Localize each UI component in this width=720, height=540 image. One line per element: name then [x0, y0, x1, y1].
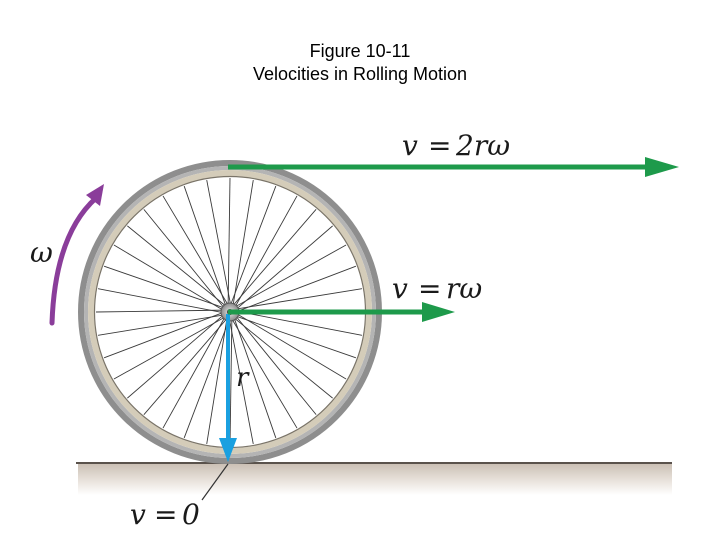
spoke	[103, 311, 225, 359]
spoke	[235, 312, 347, 380]
wheel	[78, 160, 382, 464]
spoke	[97, 314, 225, 336]
spoke	[162, 315, 226, 429]
spoke	[95, 309, 225, 313]
center-velocity-label: v = rω	[392, 272, 482, 305]
spoke	[229, 317, 233, 447]
spoke	[143, 317, 229, 415]
spoke	[234, 195, 298, 309]
spoke	[235, 288, 363, 310]
spoke	[206, 179, 232, 307]
spoke	[231, 209, 317, 307]
radius-label: r	[236, 363, 250, 393]
spoke	[230, 317, 298, 429]
spoke	[233, 316, 277, 439]
center-velocity-rhs: rω	[446, 272, 482, 305]
spoke	[228, 317, 254, 445]
spoke	[234, 314, 317, 415]
spoke	[97, 288, 225, 314]
spoke	[183, 317, 231, 439]
top-velocity-arrow	[228, 157, 679, 177]
spoke	[232, 179, 254, 307]
spoke	[127, 225, 228, 308]
spoke	[103, 265, 226, 309]
top-velocity-lhs: v	[402, 129, 418, 162]
spoke	[206, 317, 228, 445]
spoke	[113, 244, 225, 312]
center-velocity-lhs: v	[392, 272, 408, 305]
center-velocity-arrow	[228, 302, 455, 322]
spoke	[162, 195, 230, 307]
spoke	[127, 313, 225, 399]
spoke	[229, 185, 277, 307]
spoke	[235, 265, 357, 313]
spoke	[235, 225, 333, 311]
spoke	[232, 316, 333, 399]
radius-arrow	[219, 314, 237, 462]
ground-shadow	[78, 463, 672, 495]
spoke	[143, 209, 226, 310]
contact-point-leader	[201, 463, 229, 501]
figure-subtitle: Velocities in Rolling Motion	[252, 64, 468, 84]
omega-label: ω	[30, 236, 53, 269]
bottom-velocity-label: v = 0	[130, 498, 200, 531]
spoke	[234, 315, 357, 359]
top-velocity-rhs: 2rω	[455, 129, 510, 162]
bottom-velocity-lhs: v	[130, 498, 146, 531]
bottom-velocity-rhs: 0	[182, 498, 200, 531]
spoke	[227, 177, 231, 307]
spoke	[113, 316, 227, 380]
center-velocity-equals: =	[418, 272, 441, 305]
bottom-velocity-equals: =	[154, 498, 177, 531]
spokes	[95, 177, 365, 447]
top-velocity-equals: =	[428, 129, 451, 162]
top-velocity-label: v = 2rω	[402, 129, 510, 162]
figure-title: Figure 10-11	[309, 41, 411, 61]
spoke	[233, 244, 347, 308]
spoke	[235, 310, 363, 336]
curved-arrow-icon	[49, 184, 104, 326]
spoke	[183, 185, 227, 308]
